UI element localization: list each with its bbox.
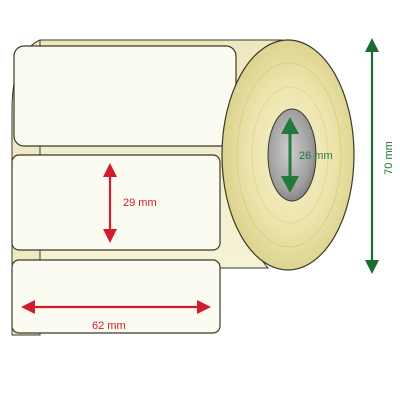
label-width-arrow-head-left: [21, 300, 35, 314]
label-middle: [11, 154, 221, 251]
roll-winding-ring: [236, 62, 342, 248]
label-height-arrow-head-bottom: [103, 229, 117, 243]
roll-diameter-arrow-head-bottom: [365, 260, 379, 274]
core-arrow-head-top: [281, 117, 299, 134]
core-arrow-head-bottom: [281, 176, 299, 193]
roll-diameter-text: 70 mm: [383, 141, 395, 175]
label-height-arrow-head-top: [103, 163, 117, 177]
roll-diameter-arrow-head-top: [365, 38, 379, 52]
roll-core: [267, 108, 317, 202]
roll-winding-ring: [251, 86, 329, 224]
label-top: [13, 45, 237, 147]
label-height-text: 29 mm: [123, 197, 157, 209]
core-diameter-label: 26 mm: [299, 150, 333, 162]
label-width-arrow-head-right: [197, 300, 211, 314]
label-bottom: [11, 259, 221, 334]
label-width-text: 62 mm: [92, 320, 126, 332]
